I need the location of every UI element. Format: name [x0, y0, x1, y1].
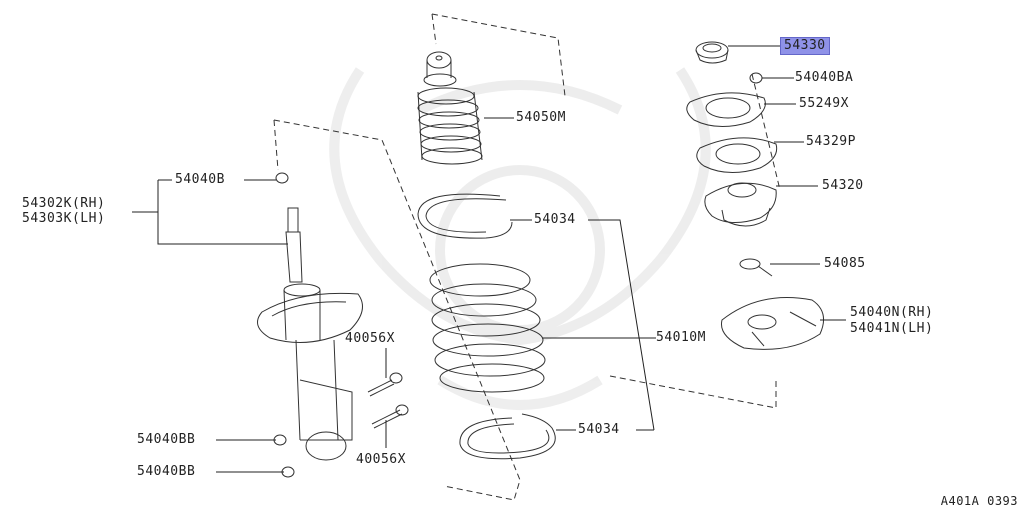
part-label-54040ba[interactable]: 54040BA [795, 70, 854, 85]
part-label-54041n-lh[interactable]: 54041N(LH) [850, 321, 934, 336]
mount-gasket-55249x [686, 92, 766, 127]
bolt-40056x-lower [371, 404, 409, 429]
part-label-54040b[interactable]: 54040B [175, 172, 225, 187]
coil-spring [429, 263, 546, 393]
part-label-40056x-upper[interactable]: 40056X [345, 331, 395, 346]
strut-assembly [257, 207, 363, 461]
part-label-54302k-rh[interactable]: 54302K(RH) [22, 196, 106, 211]
part-label-54034-top[interactable]: 54034 [534, 212, 576, 227]
assembly-outline-boot [431, 13, 566, 97]
part-label-54320[interactable]: 54320 [822, 178, 864, 193]
watermark-emblem [329, 67, 711, 410]
washer-54085 [739, 258, 773, 277]
part-label-54040n-rh[interactable]: 54040N(RH) [850, 305, 934, 320]
part-label-54040bb-upper[interactable]: 54040BB [137, 432, 196, 447]
part-label-54330[interactable]: 54330 [780, 37, 830, 55]
diagram-code: A401A 0393 [940, 494, 1018, 508]
part-label-54329p[interactable]: 54329P [806, 134, 856, 149]
mount-plate-54329p [696, 137, 778, 173]
part-label-54040bb-lower[interactable]: 54040BB [137, 464, 196, 479]
assembly-outline-mount [609, 375, 777, 409]
part-label-54034-bottom[interactable]: 54034 [578, 422, 620, 437]
part-label-40056x-lower[interactable]: 40056X [356, 452, 406, 467]
part-label-54303k-lh[interactable]: 54303K(LH) [22, 211, 106, 226]
bolt-40056x-upper [367, 372, 403, 397]
assembly-outline-top [751, 73, 781, 191]
leader-lines [132, 45, 846, 473]
spring-rubber-seat-lower [459, 413, 556, 460]
part-label-54010m[interactable]: 54010M [656, 330, 706, 345]
assembly-outline-strut [273, 119, 521, 501]
strut-mount-54320 [704, 182, 777, 227]
bump-stop-boot [417, 51, 483, 165]
part-label-55249x[interactable]: 55249X [799, 96, 849, 111]
part-label-54050m[interactable]: 54050M [516, 110, 566, 125]
part-label-54085[interactable]: 54085 [824, 256, 866, 271]
spring-rubber-seat-upper [417, 193, 513, 239]
insulator-54040n [720, 297, 825, 350]
mount-cap-54330 [695, 41, 729, 64]
